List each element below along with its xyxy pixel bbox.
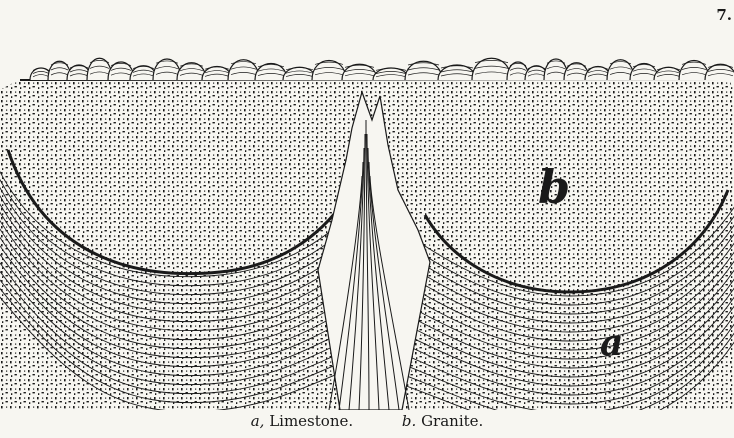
soil-tuft <box>312 61 346 81</box>
soil-tuft <box>228 60 259 80</box>
caption-item-limestone: a, Limestone. <box>251 412 353 430</box>
caption-key: a, <box>251 412 265 430</box>
caption-key: b. <box>402 412 416 430</box>
surface-soil-layer <box>20 58 734 80</box>
granite-label: b <box>538 160 570 214</box>
figure-number: 7. <box>716 6 732 24</box>
soil-tuft <box>472 58 511 80</box>
cross-section-engraving <box>0 0 734 410</box>
caption-text: Granite. <box>421 412 483 430</box>
limestone-label: a <box>600 322 623 364</box>
soil-tuft <box>679 61 709 81</box>
caption-item-granite: b. Granite. <box>402 412 483 430</box>
figure-caption: a, Limestone. b. Granite. <box>0 412 734 430</box>
caption-text: Limestone. <box>269 412 353 430</box>
